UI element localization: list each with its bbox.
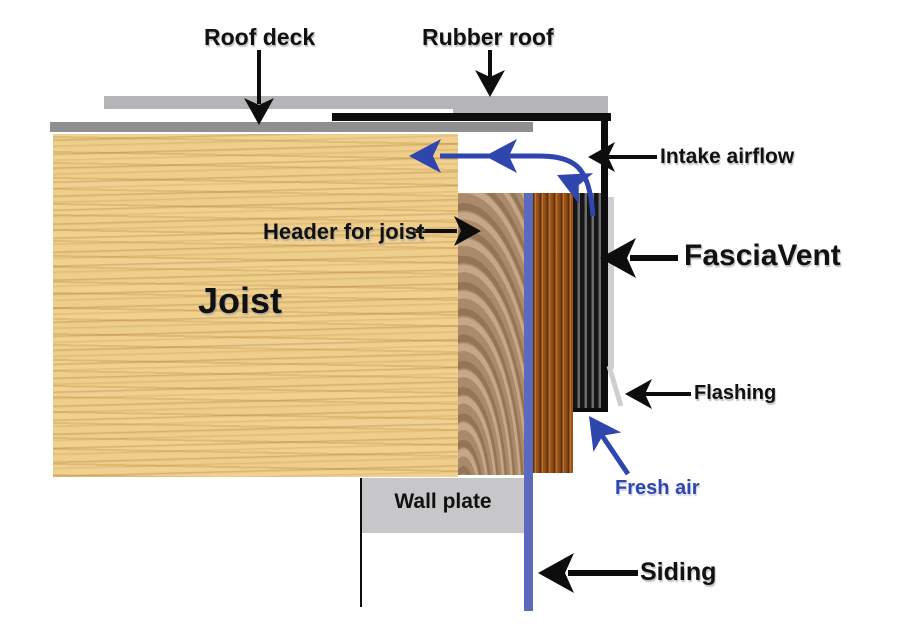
roof-deck-label: Roof deck [204,24,316,50]
wall-line [360,478,362,607]
wall-plate-block [362,478,524,533]
flashing-kickout [606,365,624,407]
fresh-air-label: Fresh air [615,477,700,499]
siding-arrow [538,553,638,593]
flashing-label: Flashing [694,382,777,404]
rubber-roof-membrane [332,113,611,121]
intake-airflow-label: Intake airflow [660,145,795,168]
rubber-roof-bar-right [453,96,608,113]
rubber-roof-label: Rubber roof [422,24,554,50]
wall-plate-label: Wall plate [394,490,492,513]
siding-strip [524,193,533,611]
siding-label: Siding [640,558,717,586]
fresh-air-arrow [575,406,631,476]
roof-deck-bar [50,122,533,132]
joist-end-grain [458,193,524,475]
rubber-roof-arrow [475,50,505,97]
flashing-arrow [625,379,691,409]
roof-deck-arrow [244,50,274,125]
flashing-strip [608,197,614,369]
fascia-vent-label: FasciaVent [684,239,841,272]
joist-wood [53,134,458,477]
fascia-vent-body [573,193,601,412]
rubber-roof-bar-left [104,96,453,109]
header-for-joist-label: Header for joist [263,219,425,244]
header-wood [533,193,573,473]
intake-airflow-arrow [588,142,657,172]
joist-label: Joist [198,280,283,321]
rubber-roof-edge-wrap [601,121,608,412]
